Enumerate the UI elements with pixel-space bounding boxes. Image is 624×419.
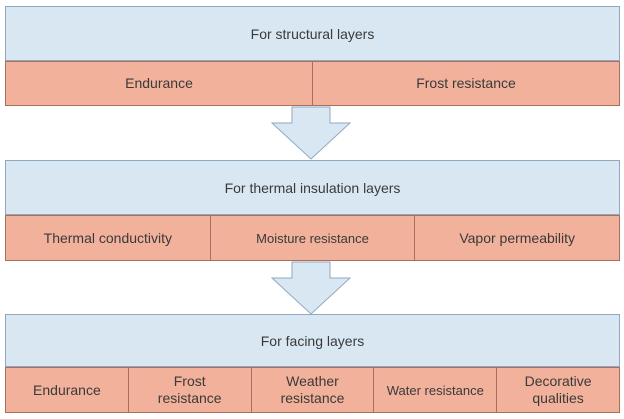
requirement-label: Endurance bbox=[33, 381, 101, 398]
facing-layers-block: For facing layers Endurance Frost resist… bbox=[5, 314, 620, 413]
structural-layers-block: For structural layers Endurance Frost re… bbox=[5, 6, 620, 106]
structural-layers-header: For structural layers bbox=[5, 6, 620, 61]
requirement-label: Decorative qualities bbox=[524, 373, 592, 406]
requirement-label: Endurance bbox=[125, 75, 193, 91]
requirement-label: Frost resistance bbox=[416, 75, 516, 91]
requirement-cell: Vapor permeability bbox=[415, 216, 619, 260]
requirement-label: Weather resistance bbox=[280, 373, 345, 406]
down-arrow-icon bbox=[270, 106, 352, 160]
requirement-cell: Endurance bbox=[6, 62, 313, 105]
requirement-cell: Thermal conductivity bbox=[6, 216, 211, 260]
requirement-cell: Decorative qualities bbox=[497, 368, 619, 412]
structural-layers-title: For structural layers bbox=[250, 25, 375, 42]
requirement-cell: Endurance bbox=[6, 368, 129, 412]
down-arrow-icon bbox=[270, 261, 352, 315]
thermal-insulation-title: For thermal insulation layers bbox=[224, 179, 401, 196]
facing-layers-header: For facing layers bbox=[5, 314, 620, 367]
requirement-cell: Frost resistance bbox=[129, 368, 252, 412]
requirement-label: Moisture resistance bbox=[256, 230, 369, 246]
requirement-label: Frost resistance bbox=[157, 373, 222, 406]
requirement-cell: Moisture resistance bbox=[211, 216, 416, 260]
facing-layers-title: For facing layers bbox=[260, 332, 365, 349]
structural-layers-row: Endurance Frost resistance bbox=[5, 61, 620, 106]
thermal-insulation-row: Thermal conductivity Moisture resistance… bbox=[5, 215, 620, 261]
requirement-cell: Weather resistance bbox=[252, 368, 375, 412]
facing-layers-row: Endurance Frost resistance Weather resis… bbox=[5, 367, 620, 413]
requirement-cell: Water resistance bbox=[374, 368, 498, 412]
requirement-label: Thermal conductivity bbox=[43, 229, 173, 246]
requirement-label: Vapor permeability bbox=[459, 229, 576, 246]
requirement-cell: Frost resistance bbox=[313, 62, 619, 105]
thermal-insulation-block: For thermal insulation layers Thermal co… bbox=[5, 160, 620, 261]
thermal-insulation-header: For thermal insulation layers bbox=[5, 160, 620, 215]
requirement-label: Water resistance bbox=[386, 382, 484, 398]
